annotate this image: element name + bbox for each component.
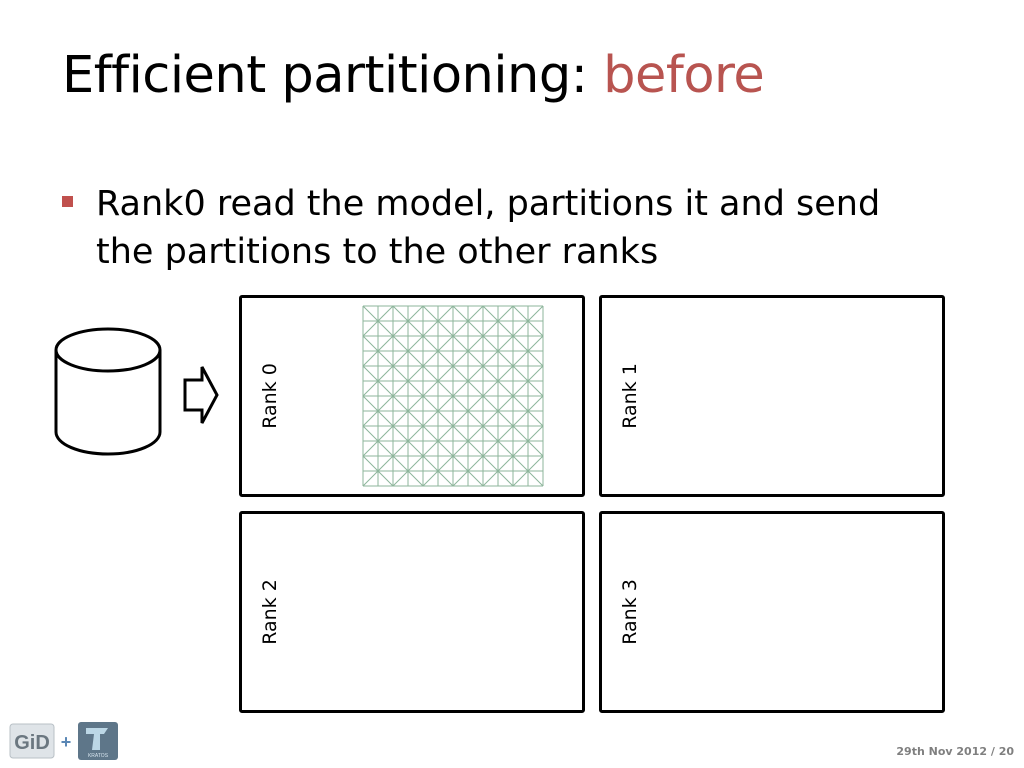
mesh-lines — [362, 305, 544, 487]
footer-date-page: 29th Nov 2012 / 20 — [896, 745, 1014, 758]
rank-label-1: Rank 1 — [619, 363, 641, 429]
rank-box-3: Rank 3 — [599, 511, 945, 713]
rank-box-2: Rank 2 — [239, 511, 585, 713]
mesh-model — [362, 305, 544, 487]
title-main: Efficient partitioning: — [62, 46, 604, 105]
bullet-text: Rank0 read the model, partitions it and … — [96, 184, 881, 272]
right-arrow-icon — [183, 366, 219, 424]
footer-logos: GiD + KRATOS — [9, 722, 118, 760]
rank-label-0: Rank 0 — [259, 363, 281, 429]
rank-label-2: Rank 2 — [259, 579, 281, 645]
bullet-square-icon — [62, 196, 73, 207]
rank-label-3: Rank 3 — [619, 579, 641, 645]
kratos-logo-text: KRATOS — [88, 753, 109, 759]
gid-logo: GiD — [9, 723, 55, 759]
logo-plus: + — [61, 732, 72, 752]
slide-title: Efficient partitioning: before — [62, 44, 765, 108]
title-accent: before — [603, 46, 765, 105]
rank-box-0: Rank 0 — [239, 295, 585, 497]
kratos-logo: KRATOS — [78, 722, 118, 760]
gid-logo-text: GiD — [14, 732, 50, 754]
database-cylinder-icon — [54, 327, 162, 456]
rank-box-1: Rank 1 — [599, 295, 945, 497]
